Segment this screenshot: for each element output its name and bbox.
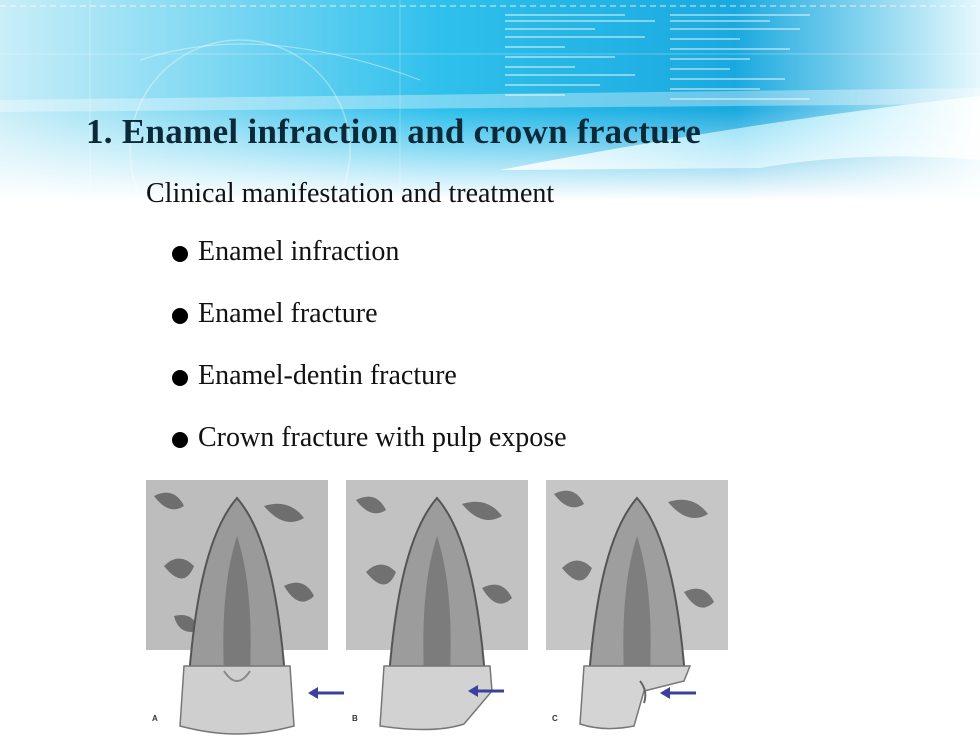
bullet-item: Enamel infraction	[172, 236, 567, 298]
bullet-item: Enamel-dentin fracture	[172, 360, 567, 422]
tooth-illustration	[346, 480, 528, 731]
figure-panel-b: B	[344, 476, 530, 735]
tooth-illustration	[146, 480, 328, 735]
tooth-fracture-illustration: A B C	[144, 476, 730, 735]
bullet-item: Crown fracture with pulp expose	[172, 422, 567, 484]
panel-label: C	[552, 714, 558, 723]
panel-label: B	[352, 714, 358, 723]
bullet-text: Enamel infraction	[198, 236, 400, 267]
bullet-text: Crown fracture with pulp expose	[198, 422, 567, 453]
bullet-dot-icon	[172, 308, 188, 324]
figure-panel-a: A	[144, 476, 344, 735]
slide-subtitle: Clinical manifestation and treatment	[146, 178, 555, 209]
bullet-dot-icon	[172, 246, 188, 262]
panel-label: A	[152, 714, 158, 723]
bullet-list: Enamel infraction Enamel fracture Enamel…	[172, 236, 567, 484]
left-arrow-icon	[308, 687, 344, 699]
header-banner	[0, 0, 980, 200]
bullet-text: Enamel-dentin fracture	[198, 360, 457, 391]
figure-panel-c: C	[544, 476, 730, 735]
tooth-illustration	[546, 480, 728, 730]
left-arrow-icon	[660, 687, 696, 699]
bullet-dot-icon	[172, 370, 188, 386]
bullet-text: Enamel fracture	[198, 298, 378, 329]
slide-title: 1. Enamel infraction and crown fracture	[86, 112, 702, 151]
bullet-dot-icon	[172, 432, 188, 448]
left-arrow-icon	[468, 685, 504, 697]
bullet-item: Enamel fracture	[172, 298, 567, 360]
